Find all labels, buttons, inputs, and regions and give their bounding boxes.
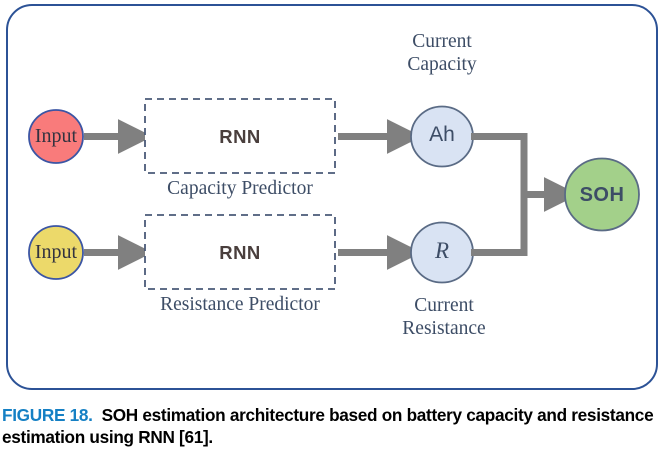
resistance-predictor-box [144,214,336,290]
input-label-resistance: Input [34,241,78,263]
current-resistance-line1: Current [414,295,474,316]
input-label-capacity: Input [34,125,78,147]
current-capacity-line2: Capacity [407,54,477,75]
current-capacity-line1: Current [412,31,472,52]
soh-circle [564,157,640,232]
merge-bracket [471,133,528,256]
figure-caption-text: SOH estimation architecture based on bat… [2,405,654,447]
soh-label: SOH [579,184,625,206]
diagram-canvas [28,98,640,290]
capacity-predictor-caption: Capacity Predictor [167,178,313,199]
r-label: R [434,238,450,263]
resistance-predictor-caption: Resistance Predictor [160,294,320,315]
input-circle-capacity [28,109,84,164]
figure-caption-spacer [93,405,102,425]
input-circle-resistance [28,225,84,280]
capacity-predictor-box [144,98,336,174]
rnn-label-capacity: RNN [219,126,261,147]
figure-caption: FIGURE 18. SOH estimation architecture b… [2,404,666,448]
figure-number: FIGURE 18. [2,405,93,425]
current-resistance-line2: Resistance [402,318,486,339]
ah-label: Ah [429,123,455,146]
rnn-label-resistance: RNN [219,242,261,263]
